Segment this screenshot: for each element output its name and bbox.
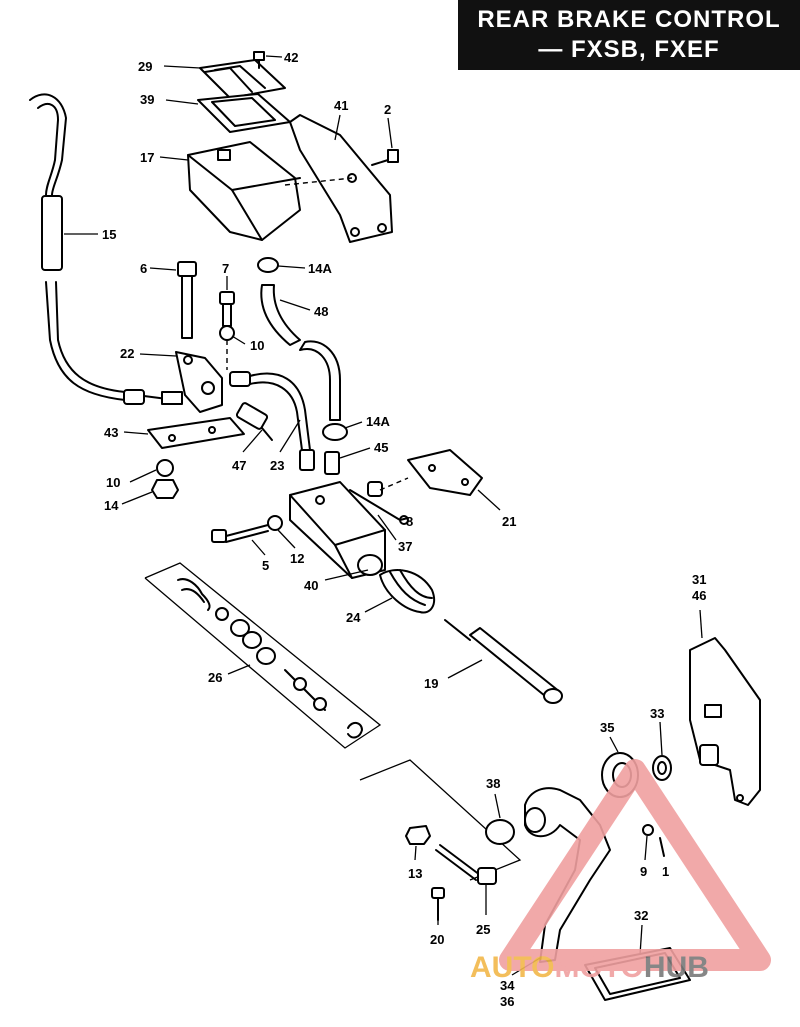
callout-25: 25 [476,922,490,937]
callout-19: 19 [424,676,438,691]
callout-46: 46 [692,588,706,603]
callout-37: 37 [398,539,412,554]
washer-12 [267,515,283,531]
fitting-45 [324,451,340,475]
callout-24: 24 [346,610,361,625]
callout-22: 22 [120,346,134,361]
callout-26: 26 [208,670,222,685]
bolt-6 [177,261,197,339]
callout-8: 8 [406,514,413,529]
callout-6: 6 [140,261,147,276]
callout-42: 42 [284,50,298,65]
assembly-line [379,477,409,491]
callout-45: 45 [374,440,388,455]
callout-17: 17 [140,150,154,165]
hose-48 [260,284,341,421]
screw-2 [371,149,399,166]
screw-20 [431,887,445,921]
callout-20: 20 [430,932,444,947]
brake-line-23 [229,371,315,471]
pushrod-19 [444,619,563,704]
callout-40: 40 [304,578,318,593]
master-cylinder-40 [289,481,386,579]
callout-10-top: 10 [250,338,264,353]
callout-38: 38 [486,776,500,791]
callout-39: 39 [140,92,154,107]
callout-32: 32 [634,908,648,923]
callout-34: 34 [500,978,515,993]
callout-15: 15 [102,227,116,242]
clamp-14a-top [257,257,279,273]
bracket-21 [407,449,483,496]
bracket-43 [147,417,245,449]
washer-10b [156,459,174,477]
callout-14a: 14A [366,414,390,429]
callout-31: 31 [692,572,706,587]
bolt-7 [219,291,235,327]
pin-1 [659,837,665,857]
diagram-title: REAR BRAKE CONTROL [477,6,781,33]
clip-9 [642,824,654,836]
junction-block-22 [161,351,223,413]
bushing-38 [485,819,515,845]
brake-switch-47 [235,402,273,441]
bolt-5 [211,524,269,543]
clamp-14a [322,423,348,441]
boot-24 [379,569,436,614]
cover-29 [199,59,286,99]
callout-13: 13 [408,866,422,881]
watermark: AUTOMOTOHUB [470,759,771,984]
callout-35: 35 [600,720,614,735]
screw-42 [253,51,265,69]
callout-29: 29 [138,59,152,74]
piston-kit-26 [177,578,363,739]
assembly-line [284,177,353,186]
washer-10 [219,325,235,341]
callout-48: 48 [314,304,328,319]
callout-5: 5 [262,558,269,573]
adjuster-25 [435,844,497,885]
watermark-triangle [499,759,771,971]
mounting-bracket-31-46 [689,637,761,806]
callout-23: 23 [270,458,284,473]
callout-41: 41 [334,98,348,113]
watermark-text-moto: MOTO [554,951,643,984]
callout-47: 47 [232,458,246,473]
svg-text:AUTOMOTOHUB: AUTOMOTOHUB [470,951,709,984]
leader-lines [64,55,703,976]
callout-36: 36 [500,994,514,1009]
reservoir-body-17 [187,141,301,241]
diagram-subtitle: — FXSB, FXEF [538,36,720,63]
watermark-text-hub: HUB [644,951,709,984]
callout-14a-top: 14A [308,261,332,276]
callout-43: 43 [104,425,118,440]
kit-outline-26 [144,562,382,749]
callout-10: 10 [106,475,120,490]
callout-12: 12 [290,551,304,566]
callout-7: 7 [222,261,229,276]
callout-21: 21 [502,514,516,529]
pin-8 [349,489,409,525]
spacer-37 [367,481,383,497]
callout-33: 33 [650,706,664,721]
diagram-title-box: REAR BRAKE CONTROL — FXSB, FXEF [458,0,800,70]
callout-14: 14 [104,498,119,513]
nut-14 [151,479,179,499]
callout-2: 2 [384,102,391,117]
brake-line-15 [29,93,176,405]
nut-13 [405,825,431,845]
callout-1: 1 [662,864,669,879]
washer-33 [652,755,672,781]
watermark-text-auto: AUTO [470,951,554,984]
callout-9: 9 [640,864,647,879]
gasket-39 [197,93,291,133]
